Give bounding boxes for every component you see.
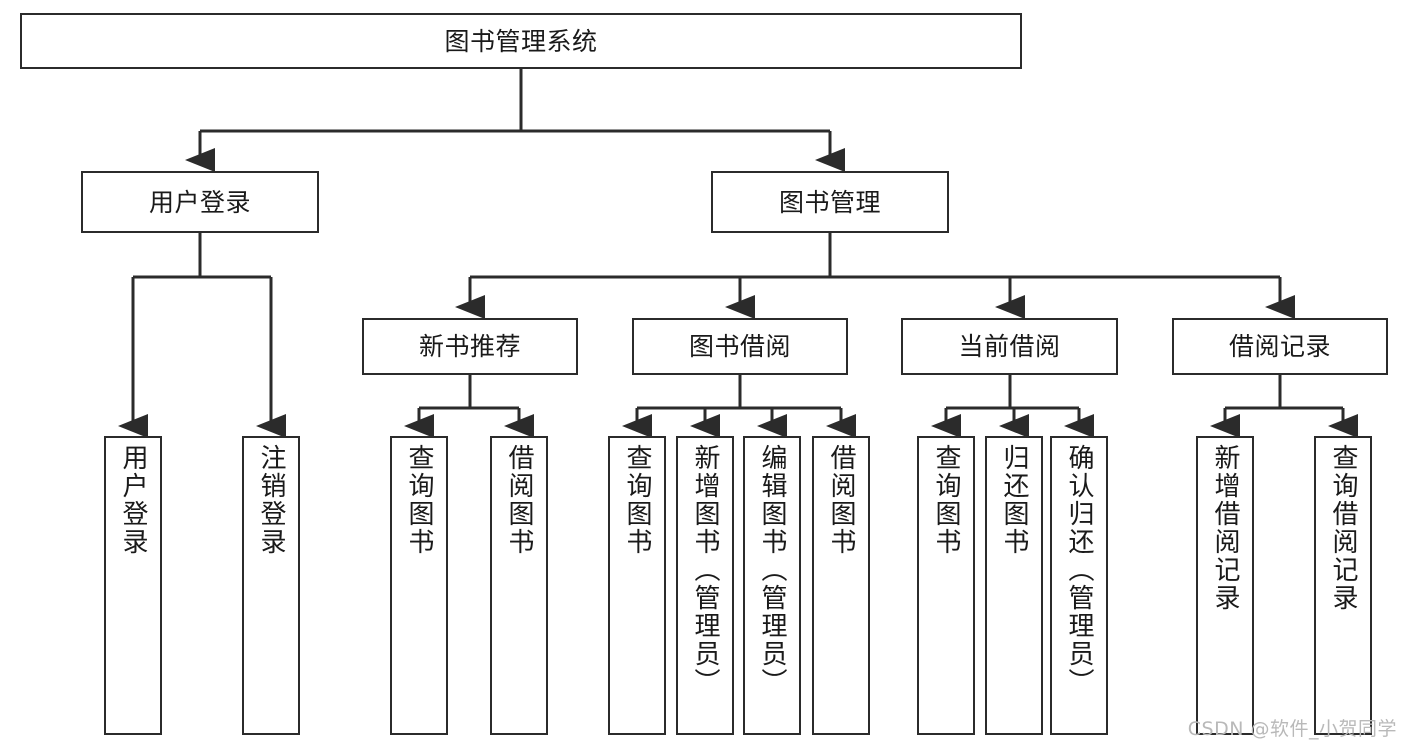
node-current-borrow[interactable]: 当前借阅: [901, 318, 1118, 375]
node-leaf-book-borrow-2-label: 新增图书（管理员）: [690, 444, 720, 696]
node-leaf-current-borrow-3-label: 确认归还（管理员）: [1064, 444, 1094, 696]
node-leaf-current-borrow-3[interactable]: 确认归还（管理员）: [1050, 436, 1108, 735]
node-leaf-borrow-record-2-label: 查询借阅记录: [1328, 444, 1358, 612]
node-leaf-new-book-1-label: 查询图书: [404, 444, 434, 556]
node-new-book-recommend-label: 新书推荐: [418, 332, 521, 361]
node-book-management[interactable]: 图书管理: [711, 171, 949, 233]
node-leaf-book-borrow-1-label: 查询图书: [622, 444, 652, 556]
node-leaf-new-book-2-label: 借阅图书: [504, 444, 534, 556]
node-leaf-new-book-2[interactable]: 借阅图书: [490, 436, 548, 735]
node-leaf-borrow-record-1[interactable]: 新增借阅记录: [1196, 436, 1254, 735]
node-user-login[interactable]: 用户登录: [81, 171, 319, 233]
node-leaf-new-book-1[interactable]: 查询图书: [390, 436, 448, 735]
node-root-system-label: 图书管理系统: [444, 26, 598, 56]
node-leaf-borrow-record-2[interactable]: 查询借阅记录: [1314, 436, 1372, 735]
node-leaf-current-borrow-2[interactable]: 归还图书: [985, 436, 1043, 735]
node-leaf-user-login-1[interactable]: 用户登录: [104, 436, 162, 735]
node-new-book-recommend[interactable]: 新书推荐: [362, 318, 578, 375]
node-user-login-label: 用户登录: [148, 187, 251, 217]
node-book-borrow[interactable]: 图书借阅: [632, 318, 848, 375]
node-leaf-book-borrow-2[interactable]: 新增图书（管理员）: [676, 436, 734, 735]
node-leaf-user-login-1-label: 用户登录: [118, 444, 148, 556]
node-current-borrow-label: 当前借阅: [958, 332, 1061, 361]
node-book-management-label: 图书管理: [778, 187, 881, 217]
node-leaf-borrow-record-1-label: 新增借阅记录: [1210, 444, 1240, 612]
node-leaf-current-borrow-1-label: 查询图书: [931, 444, 961, 556]
node-leaf-current-borrow-2-label: 归还图书: [999, 444, 1029, 556]
node-leaf-user-login-2-label: 注销登录: [256, 444, 286, 556]
node-leaf-book-borrow-3-label: 编辑图书（管理员）: [757, 444, 787, 696]
node-leaf-book-borrow-1[interactable]: 查询图书: [608, 436, 666, 735]
csdn-watermark: CSDN @软件_小贺同学: [1187, 718, 1397, 740]
node-borrow-record-label: 借阅记录: [1228, 332, 1331, 361]
node-borrow-record[interactable]: 借阅记录: [1172, 318, 1388, 375]
node-book-borrow-label: 图书借阅: [688, 332, 791, 361]
node-leaf-book-borrow-4-label: 借阅图书: [826, 444, 856, 556]
node-leaf-current-borrow-1[interactable]: 查询图书: [917, 436, 975, 735]
node-leaf-book-borrow-4[interactable]: 借阅图书: [812, 436, 870, 735]
node-leaf-user-login-2[interactable]: 注销登录: [242, 436, 300, 735]
node-leaf-book-borrow-3[interactable]: 编辑图书（管理员）: [743, 436, 801, 735]
node-root-system[interactable]: 图书管理系统: [20, 13, 1022, 69]
